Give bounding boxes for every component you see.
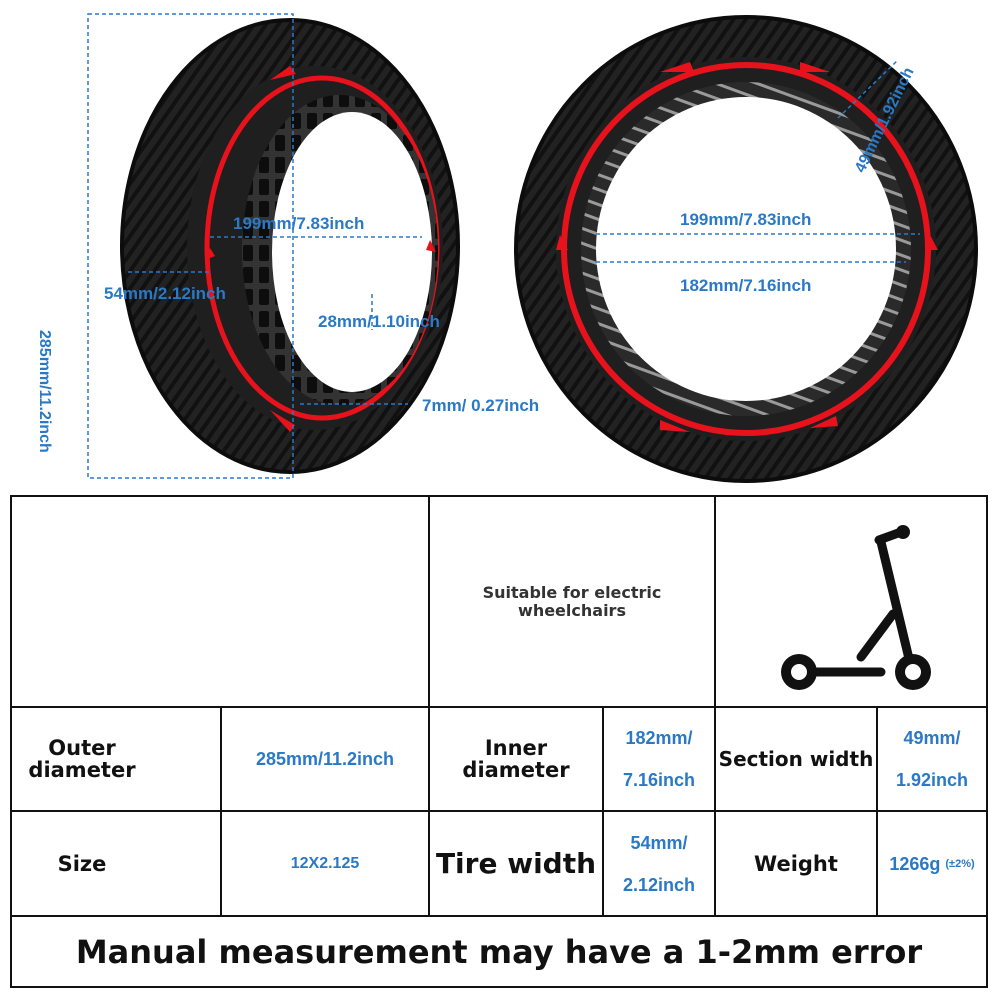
right-inner-rim-dimension: 182mm/7.16inch	[680, 276, 812, 295]
right-inner-diameter-dimension: 199mm/7.83inch	[680, 210, 812, 229]
suitable-cell: Suitable for electric wheelchairs	[430, 497, 714, 706]
left-tire-hole	[272, 112, 432, 392]
weight-tolerance: (±2%)	[945, 857, 975, 870]
inner-diameter-label: Inner diameter	[462, 736, 570, 782]
tire-width-value: 54mm/ 2.12inch	[622, 832, 696, 895]
left-tire	[120, 18, 460, 474]
left-rim-lip-dimension: 7mm/ 0.27inch	[422, 396, 540, 415]
outer-diameter-label: Outer diameter	[28, 736, 136, 782]
scooter-cell	[716, 497, 986, 706]
left-hole-depth-dimension: 28mm/1.10inch	[318, 312, 440, 331]
outer-height-dimension: 285mm/11.2inch	[36, 330, 53, 453]
size-label: Size	[57, 851, 107, 876]
weight-label: Weight	[754, 851, 838, 876]
spec-table: Suitable for electric wheelchairs Outer …	[10, 495, 988, 988]
weight-value: 1266g (±2%)	[878, 812, 986, 915]
tire-drawing	[87, 13, 978, 483]
empty-cell	[12, 497, 428, 706]
right-tire	[514, 15, 978, 483]
dimension-lines	[87, 13, 920, 479]
section-width-value: 49mm/ 1.92inch	[895, 728, 969, 790]
suitable-line-1: Suitable for electric	[482, 582, 662, 602]
left-inner-diameter-dimension: 199mm/7.83inch	[233, 214, 365, 233]
inner-diameter-value: 182mm/ 7.16inch	[622, 728, 696, 790]
suitable-line-2: wheelchairs	[518, 600, 626, 620]
left-tire-width-dimension: 54mm/2.12inch	[104, 284, 226, 303]
tire-product-illustration: 285mm/11.2inch 199mm/7.83inch 54mm/2.12i…	[0, 0, 1001, 495]
outer-diameter-value: 285mm/11.2inch	[255, 749, 395, 769]
section-width-label: Section width	[718, 747, 874, 771]
right-tire-hole	[596, 97, 896, 401]
tire-width-label: Tire width	[435, 846, 597, 880]
size-value: 12X2.125	[290, 854, 360, 872]
footer-note: Manual measurement may have a 1-2mm erro…	[75, 932, 923, 971]
electric-scooter-icon	[781, 524, 931, 690]
